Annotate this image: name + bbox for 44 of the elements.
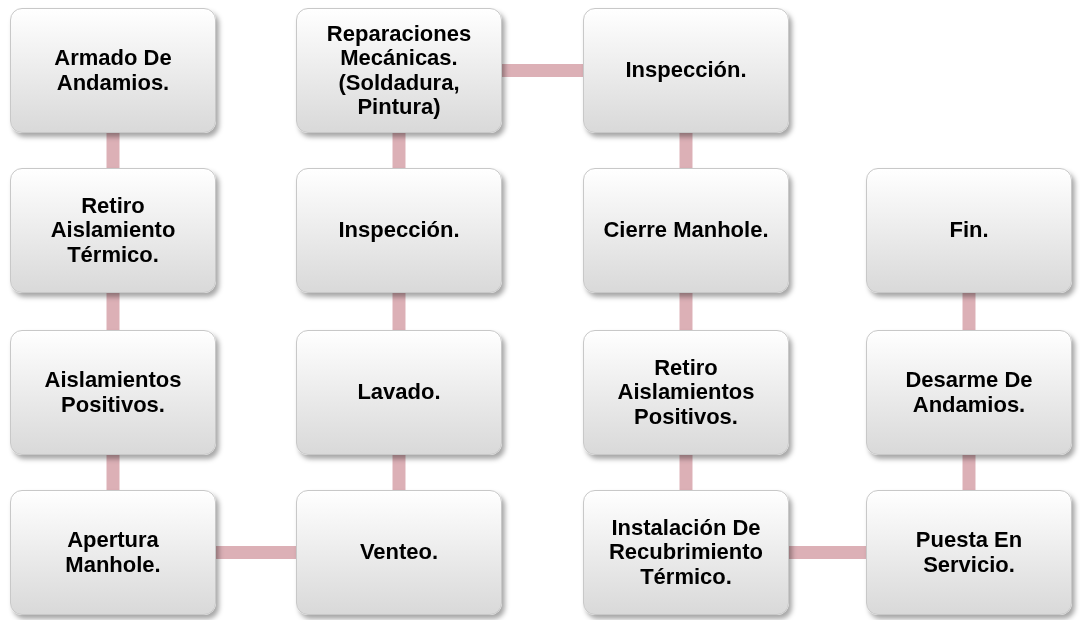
connector-bar — [962, 455, 976, 490]
process-box — [583, 330, 789, 455]
step-label: Retiro Aislamientos Positivos. — [616, 356, 756, 429]
connector-bar — [392, 293, 406, 330]
process-box — [10, 490, 216, 615]
process-box — [583, 490, 789, 615]
process-box — [296, 330, 502, 455]
process-box — [866, 168, 1072, 293]
step-label: Desarme De Andamios. — [904, 368, 1034, 417]
step-label: Retiro Aislamiento Térmico. — [49, 194, 177, 267]
connector-bar — [679, 133, 693, 168]
process-box — [10, 330, 216, 455]
connector-bar — [106, 133, 120, 168]
step-label: Cierre Manhole. — [603, 218, 769, 243]
step-label: Armado De Andamios. — [53, 46, 173, 95]
step-label: Instalación De Recubrimiento Térmico. — [608, 516, 764, 589]
process-box — [583, 8, 789, 133]
step-label: Puesta En Servicio. — [914, 528, 1024, 577]
process-box — [866, 490, 1072, 615]
connector-bar — [392, 133, 406, 168]
step-label: Inspección. — [338, 218, 460, 243]
process-box — [583, 168, 789, 293]
process-box — [10, 8, 216, 133]
step-label: Reparaciones Mecánicas. (Soldadura, Pintura) — [325, 22, 473, 119]
connector-bar — [679, 293, 693, 330]
process-box — [866, 330, 1072, 455]
connector-bar — [789, 546, 866, 559]
process-box — [296, 168, 502, 293]
connector-bar — [962, 293, 976, 330]
connector-bar — [106, 455, 120, 490]
connector-bar — [216, 546, 296, 559]
step-label: Lavado. — [357, 380, 441, 405]
step-label: Apertura Manhole. — [64, 528, 162, 577]
process-box — [10, 168, 216, 293]
process-box — [296, 490, 502, 615]
connector-bar — [679, 455, 693, 490]
step-label: Aislamientos Positivos. — [43, 368, 183, 417]
connector-bar — [392, 455, 406, 490]
connector-bar — [106, 293, 120, 330]
process-box — [296, 8, 502, 133]
connector-bar — [502, 64, 583, 77]
step-label: Fin. — [949, 218, 989, 243]
step-label: Inspección. — [625, 58, 747, 83]
step-label: Venteo. — [359, 540, 439, 565]
